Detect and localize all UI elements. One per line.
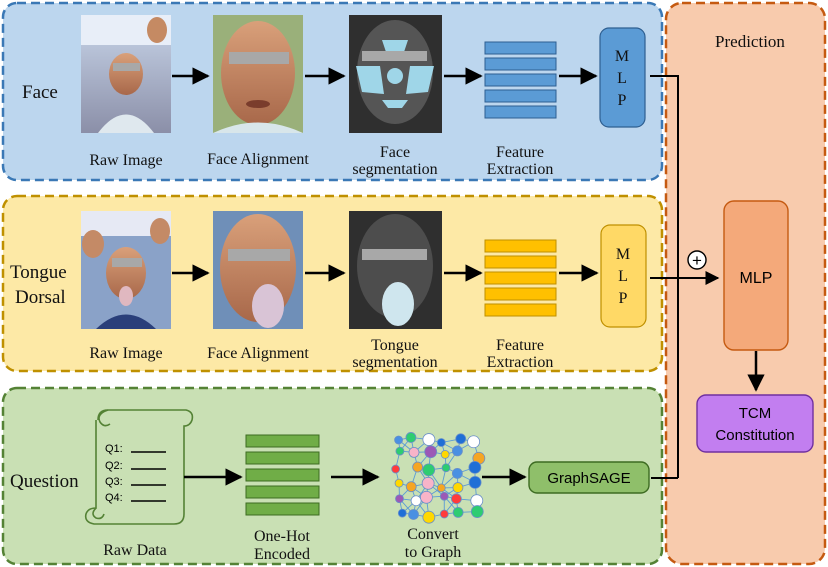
graph-node <box>451 467 463 479</box>
graph-node <box>408 446 420 458</box>
graph-node <box>455 433 467 445</box>
graph-node <box>452 482 464 493</box>
graph-node <box>470 505 484 518</box>
graph-node <box>439 491 449 501</box>
tongue-aligned-image <box>213 211 303 329</box>
tongue-seg-caption-2: segmentation <box>352 354 437 371</box>
scroll-q2: Q2: <box>105 460 123 472</box>
face-aligned-image <box>213 15 303 133</box>
graph-icon <box>391 432 486 524</box>
graph-node <box>395 446 405 456</box>
graph-node <box>405 432 417 443</box>
onehot-caption-1: One-Hot <box>254 528 311 545</box>
scroll-q3: Q3: <box>105 476 123 488</box>
tongue-feat-caption-2: Extraction <box>487 354 554 371</box>
graph-node <box>441 463 451 473</box>
graph-node <box>422 433 436 446</box>
scroll-q4: Q4: <box>105 492 123 504</box>
tcm-output-label-2: Constitution <box>715 427 794 444</box>
graph-node <box>436 483 446 493</box>
graph-node <box>420 490 433 504</box>
tongue-seg-caption-1: Tongue <box>371 337 419 354</box>
tongue-mlp-block <box>600 224 647 328</box>
graph-node <box>450 493 462 505</box>
face-raw-caption: Raw Image <box>89 152 162 169</box>
concat-symbol-circle <box>687 250 707 270</box>
graph-node <box>394 435 403 445</box>
graph-node <box>440 449 450 459</box>
graph-node <box>452 445 463 457</box>
graph-node <box>470 494 484 508</box>
face-align-caption: Face Alignment <box>207 151 309 168</box>
tongue-feat-caption-1: Feature <box>496 337 544 354</box>
tongue-label-1: Tongue <box>10 262 67 283</box>
tongue-align-caption: Face Alignment <box>207 345 309 362</box>
graph-node <box>394 478 404 488</box>
graph-node <box>391 464 401 474</box>
graphsage-block <box>528 461 650 494</box>
graph-node <box>421 476 435 490</box>
tcm-output-label-1: TCM <box>739 405 772 422</box>
graph-node <box>408 509 419 520</box>
face-label: Face <box>22 82 58 103</box>
onehot-caption-2: Encoded <box>254 546 310 563</box>
graph-node <box>405 481 417 493</box>
face-mlp-block <box>599 27 646 128</box>
question-label: Question <box>10 471 79 492</box>
tcm-output-block <box>696 394 814 453</box>
face-mlp-m: M <box>615 48 629 65</box>
face-feat-caption-2: Extraction <box>487 161 554 178</box>
face-feature-stack <box>484 41 557 119</box>
graph-node <box>467 435 481 449</box>
onehot-feature-stack <box>245 434 320 516</box>
face-feat-caption-1: Feature <box>496 144 544 161</box>
face-seg-caption-1: Face <box>380 144 410 161</box>
graph-node <box>410 495 422 507</box>
graph-node <box>412 461 424 473</box>
concat-symbol: + <box>692 251 702 270</box>
graph-node <box>436 438 446 447</box>
scroll-q1: Q1: <box>105 443 123 455</box>
raw-data-scroll-icon <box>84 409 194 525</box>
tongue-mlp-m: M <box>616 246 630 263</box>
face-mlp-l: L <box>617 70 627 87</box>
graph-node <box>422 510 436 524</box>
graph-caption-2: to Graph <box>405 544 461 561</box>
prediction-mlp-block <box>723 200 789 351</box>
tongue-raw-image <box>81 211 171 329</box>
prediction-mlp-label: MLP <box>740 270 773 287</box>
scroll-answer-lines <box>131 451 166 502</box>
graph-node <box>397 508 407 518</box>
tongue-mlp-l: L <box>618 268 628 285</box>
graph-node <box>468 475 482 489</box>
graph-node <box>452 506 464 518</box>
tongue-segmentation-image <box>349 211 442 329</box>
face-seg-caption-2: segmentation <box>352 161 437 178</box>
face-mlp-p: P <box>618 92 627 109</box>
graph-node <box>424 445 438 459</box>
raw-data-caption: Raw Data <box>103 542 167 559</box>
face-raw-image <box>81 15 171 133</box>
face-segmentation-image <box>349 15 442 133</box>
graph-node <box>468 460 482 474</box>
tongue-feature-stack <box>484 239 557 317</box>
tongue-label-2: Dorsal <box>15 287 66 308</box>
prediction-title: Prediction <box>715 32 785 51</box>
graph-node <box>422 463 436 477</box>
graph-node <box>395 494 404 504</box>
graph-node <box>439 509 449 519</box>
graphsage-label: GraphSAGE <box>547 470 630 487</box>
tongue-raw-caption: Raw Image <box>89 345 162 362</box>
graph-caption-1: Convert <box>407 526 459 543</box>
tongue-mlp-p: P <box>619 290 628 307</box>
fusion-connectors <box>650 75 679 479</box>
